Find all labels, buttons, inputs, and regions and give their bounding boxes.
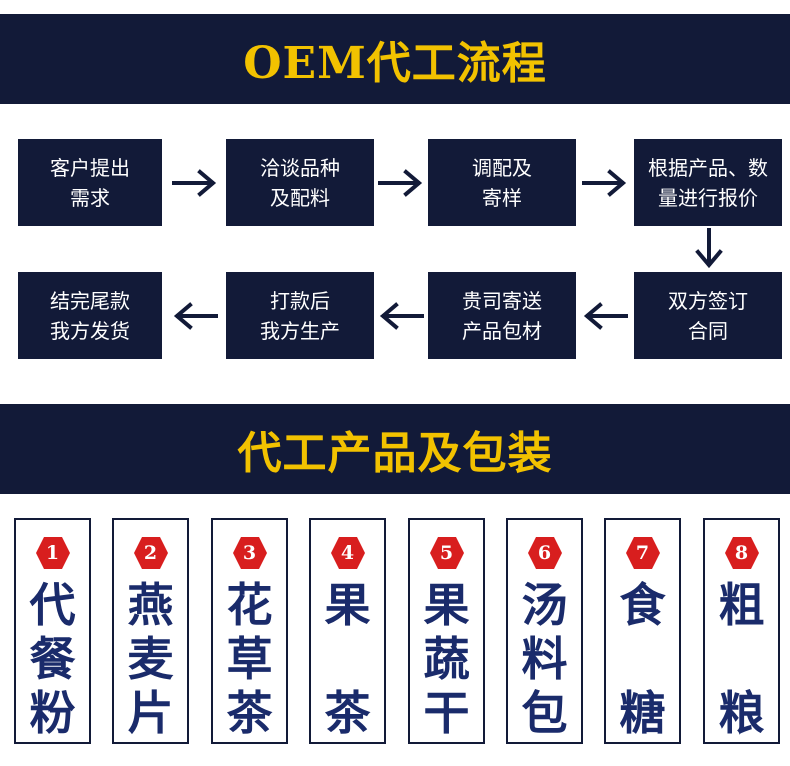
badge-number: 4 [340, 542, 355, 564]
product-name-char: 茶 [226, 686, 273, 740]
product-card: 3 花草茶 [211, 518, 288, 744]
product-card: 8 粗粮 [703, 518, 780, 744]
process-step-label: 结完尾款 我方发货 [50, 288, 130, 343]
product-name-char: 食 [619, 578, 666, 632]
product-name-char: 粮 [718, 686, 765, 740]
product-name-char: 片 [127, 686, 174, 740]
process-step-label: 打款后 我方生产 [260, 288, 340, 343]
section-banner-products: 代工产品及包装 [0, 404, 790, 494]
arrow-left-icon [172, 302, 218, 330]
product-name: 果茶 [311, 578, 384, 740]
product-name-char: 干 [423, 686, 470, 740]
badge-number: 8 [734, 542, 749, 564]
process-step-4: 根据产品、数 量进行报价 [634, 139, 782, 226]
badge-number: 5 [439, 542, 454, 564]
badge-number: 1 [45, 542, 60, 564]
process-step-5: 双方签订 合同 [634, 272, 782, 359]
product-name: 粗粮 [705, 578, 778, 740]
process-step-8: 结完尾款 我方发货 [18, 272, 162, 359]
number-badge-icon: 7 [625, 536, 661, 570]
number-badge-icon: 4 [330, 536, 366, 570]
product-card: 6 汤料包 [506, 518, 583, 744]
number-badge-icon: 2 [133, 536, 169, 570]
process-step-1: 客户提出 需求 [18, 139, 162, 226]
process-step-label: 根据产品、数 量进行报价 [648, 155, 768, 210]
badge-number: 2 [143, 542, 158, 564]
product-name-char: 果 [324, 578, 371, 632]
product-name: 食糖 [606, 578, 679, 740]
number-badge-icon: 3 [232, 536, 268, 570]
process-step-label: 洽谈品种 及配料 [260, 155, 340, 210]
process-step-label: 调配及 寄样 [472, 155, 532, 210]
process-step-label: 客户提出 需求 [50, 155, 130, 210]
process-step-3: 调配及 寄样 [428, 139, 576, 226]
section-banner-process: OEM代工流程 [0, 14, 790, 104]
number-badge-icon: 1 [35, 536, 71, 570]
process-step-2: 洽谈品种 及配料 [226, 139, 374, 226]
badge-number: 7 [635, 542, 650, 564]
product-name: 燕麦片 [114, 578, 187, 740]
product-name-char: 餐 [29, 632, 76, 686]
product-card: 4 果茶 [309, 518, 386, 744]
product-name: 花草茶 [213, 578, 286, 740]
arrow-left-icon [582, 302, 628, 330]
product-card: 5 果蔬干 [408, 518, 485, 744]
product-name-char: 茶 [324, 686, 371, 740]
product-name-char: 汤 [521, 578, 568, 632]
product-name-char: 粗 [718, 578, 765, 632]
product-card: 2 燕麦片 [112, 518, 189, 744]
process-step-6: 贵司寄送 产品包材 [428, 272, 576, 359]
product-name: 果蔬干 [410, 578, 483, 740]
product-name-char: 草 [226, 632, 273, 686]
arrow-right-icon [378, 169, 424, 197]
product-name-char: 蔬 [423, 632, 470, 686]
arrow-left-icon [378, 302, 424, 330]
arrow-right-icon [172, 169, 218, 197]
process-step-label: 贵司寄送 产品包材 [462, 288, 542, 343]
product-name-char: 粉 [29, 686, 76, 740]
badge-number: 6 [537, 542, 552, 564]
product-name-char: 料 [521, 632, 568, 686]
arrow-down-icon [695, 228, 723, 270]
number-badge-icon: 5 [429, 536, 465, 570]
product-card: 7 食糖 [604, 518, 681, 744]
product-name-char: 花 [226, 578, 273, 632]
process-step-7: 打款后 我方生产 [226, 272, 374, 359]
product-name: 汤料包 [508, 578, 581, 740]
section-title-process: OEM代工流程 [243, 38, 547, 89]
product-name: 代餐粉 [16, 578, 89, 740]
product-name-char: 麦 [127, 632, 174, 686]
product-name-char: 代 [29, 578, 76, 632]
arrow-right-icon [582, 169, 628, 197]
product-name-char: 燕 [127, 578, 174, 632]
product-name-char: 果 [423, 578, 470, 632]
badge-number: 3 [242, 542, 257, 564]
number-badge-icon: 8 [724, 536, 760, 570]
number-badge-icon: 6 [527, 536, 563, 570]
section-title-products: 代工产品及包装 [237, 428, 553, 479]
product-card: 1 代餐粉 [14, 518, 91, 744]
product-name-char: 糖 [619, 686, 666, 740]
product-name-char: 包 [521, 686, 568, 740]
process-step-label: 双方签订 合同 [668, 288, 748, 343]
